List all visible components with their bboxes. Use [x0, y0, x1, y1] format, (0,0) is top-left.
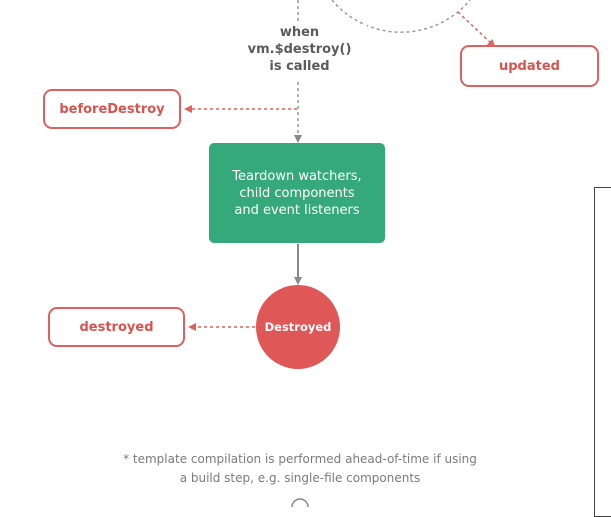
- condition-line: vm.$destroy(): [247, 42, 352, 57]
- updated-hook-label: updated: [499, 58, 560, 74]
- updated-hook: updated: [460, 45, 599, 87]
- footnote: * template compilation is performed ahea…: [60, 450, 540, 488]
- mounted-loop-arc: [331, 0, 471, 33]
- before-destroy-hook: beforeDestroy: [43, 89, 181, 129]
- destroyed-state-circle: Destroyed: [256, 285, 340, 369]
- updated-hook-connector: [457, 11, 496, 48]
- bottom-partial-circle: [291, 498, 309, 507]
- teardown-step-label: Teardown watchers, child components and …: [232, 168, 362, 218]
- destroyed-hook: destroyed: [48, 307, 185, 347]
- condition-line: when: [279, 25, 320, 40]
- side-panel-edge: [594, 187, 611, 517]
- before-destroy-hook-label: beforeDestroy: [59, 101, 165, 117]
- footnote-line: a build step, e.g. single-file component…: [179, 471, 421, 485]
- footnote-line: * template compilation is performed ahea…: [123, 452, 477, 466]
- destroy-condition-label: when vm.$destroy() is called: [232, 24, 367, 75]
- destroyed-hook-label: destroyed: [79, 319, 154, 335]
- teardown-step: Teardown watchers, child components and …: [209, 143, 385, 243]
- destroyed-state-label: Destroyed: [264, 320, 332, 334]
- condition-line: is called: [269, 59, 330, 74]
